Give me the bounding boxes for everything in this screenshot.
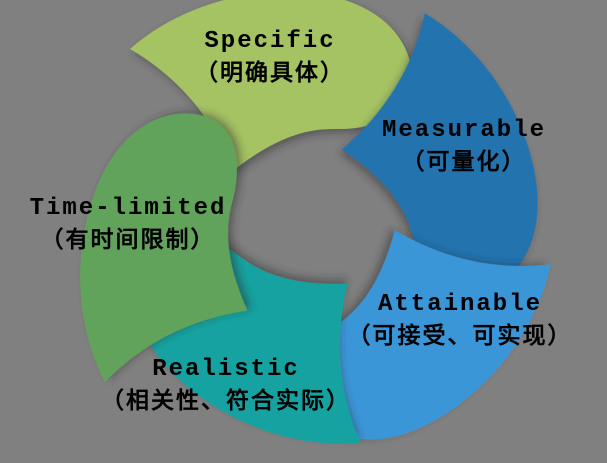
label-time-limited-en: Time-limited (29, 195, 227, 222)
label-realistic-en: Realistic (152, 356, 300, 383)
label-specific-en: Specific (204, 28, 336, 55)
label-attainable: Attainable （可接受、可实现） (348, 288, 573, 354)
label-realistic: Realistic （相关性、符合实际） (101, 353, 351, 419)
label-time-limited-zh: （有时间限制） (40, 228, 216, 254)
label-specific-zh: （明确具体） (195, 61, 345, 87)
label-attainable-en: Attainable (377, 291, 543, 318)
label-specific: Specific （明确具体） (195, 25, 345, 91)
label-measurable: Measurable （可量化） (382, 114, 546, 180)
label-attainable-zh: （可接受、可实现） (347, 324, 573, 350)
label-realistic-zh: （相关性、符合实际） (101, 389, 351, 415)
label-measurable-zh: （可量化） (401, 150, 527, 176)
label-measurable-en: Measurable (381, 117, 547, 144)
label-time-limited: Time-limited （有时间限制） (30, 192, 227, 258)
